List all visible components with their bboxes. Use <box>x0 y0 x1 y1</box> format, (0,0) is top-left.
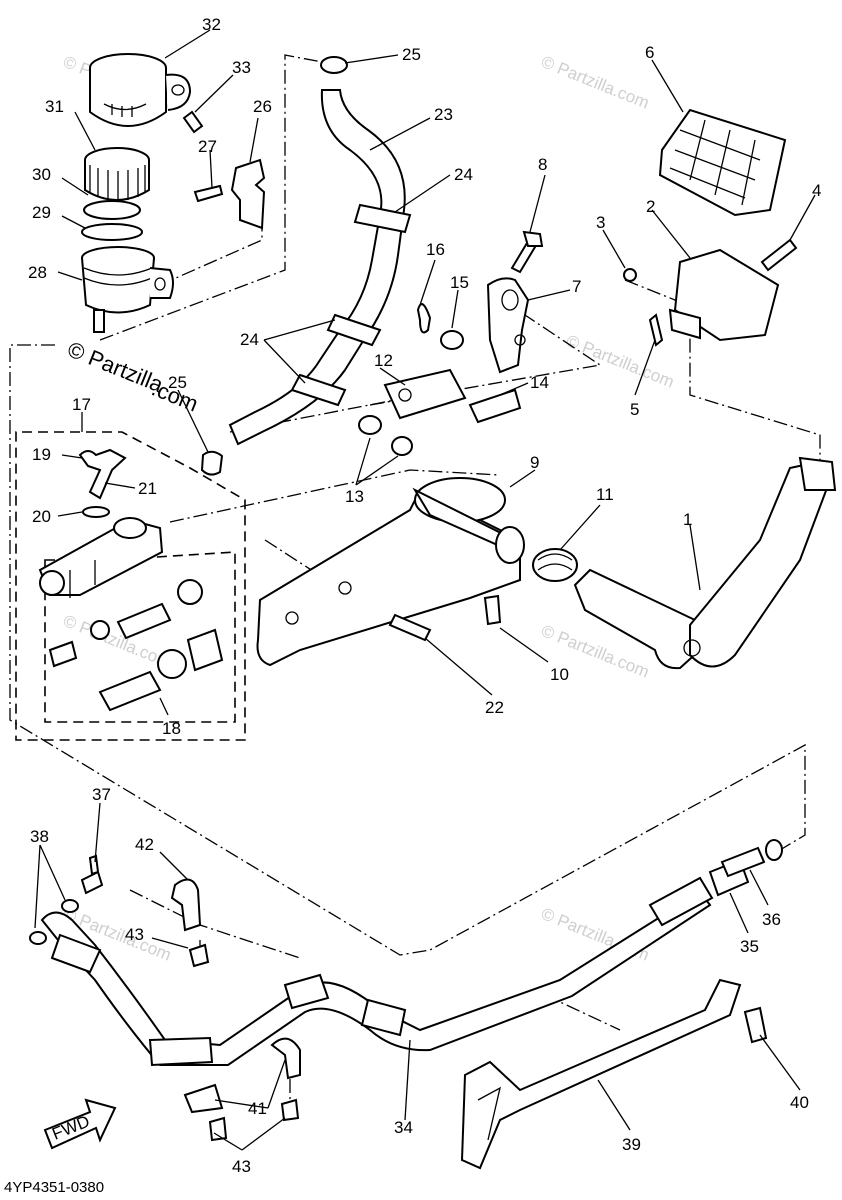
callout-leaders <box>34 29 816 1151</box>
master-cylinder-assembly <box>15 431 246 741</box>
callout-19: 19 <box>32 445 51 464</box>
callout-labels: 32 33 31 26 27 30 29 28 25 23 24 24 25 8… <box>28 15 821 1176</box>
footrest-bracket <box>256 477 578 667</box>
callout-38: 38 <box>30 827 49 846</box>
diagram-code: 4YP4351-0380 <box>4 1179 104 1196</box>
callout-33: 33 <box>232 58 251 77</box>
callout-9: 9 <box>530 453 539 472</box>
callout-43-lower: 43 <box>232 1157 251 1176</box>
callout-11: 11 <box>596 485 614 504</box>
callout-27: 27 <box>198 137 217 156</box>
callout-28: 28 <box>28 263 47 282</box>
brake-fluid-reservoir-assembly <box>81 53 266 333</box>
callout-18: 18 <box>162 719 181 738</box>
callout-4: 4 <box>812 181 821 200</box>
watermarks: © Partzilla.com © Partzilla.com © Partzi… <box>61 52 677 965</box>
callout-36: 36 <box>762 910 781 929</box>
callout-1: 1 <box>683 510 692 529</box>
callout-14: 14 <box>530 373 549 392</box>
callout-24-top: 24 <box>454 165 473 184</box>
callout-21: 21 <box>138 479 157 498</box>
callout-10: 10 <box>550 665 569 684</box>
callout-8: 8 <box>538 155 547 174</box>
callout-22: 22 <box>485 698 504 717</box>
callout-7: 7 <box>572 277 581 296</box>
brake-rod-clevis-assembly <box>358 303 522 456</box>
callout-40: 40 <box>790 1093 809 1112</box>
callout-13: 13 <box>345 487 364 506</box>
callout-20: 20 <box>32 507 51 526</box>
callout-31: 31 <box>45 97 64 116</box>
callout-23: 23 <box>434 105 453 124</box>
callout-6: 6 <box>645 43 654 62</box>
callout-39: 39 <box>622 1135 641 1154</box>
callout-26: 26 <box>253 97 272 116</box>
callout-25-bottom: 25 <box>168 373 187 392</box>
watermark-text: © Partzilla.com <box>539 52 652 113</box>
fwd-arrow-icon: FWD <box>43 1098 117 1150</box>
callout-30: 30 <box>32 165 51 184</box>
callout-37: 37 <box>92 785 111 804</box>
callout-34: 34 <box>394 1118 413 1137</box>
callout-29: 29 <box>32 203 51 222</box>
callout-32: 32 <box>202 15 221 34</box>
callout-16: 16 <box>426 240 445 259</box>
brake-hose-assembly <box>29 839 783 1142</box>
brake-pedal-assembly <box>573 108 837 670</box>
callout-2: 2 <box>646 197 655 216</box>
callout-5: 5 <box>630 400 639 419</box>
callout-24-bottom: 24 <box>240 330 259 349</box>
hose-bracket <box>460 978 768 1170</box>
callout-17: 17 <box>72 395 91 414</box>
brake-arm <box>486 230 544 374</box>
callout-12: 12 <box>374 351 393 370</box>
callout-3: 3 <box>596 213 605 232</box>
callout-41: 41 <box>248 1099 267 1118</box>
callout-15: 15 <box>450 273 469 292</box>
reservoir-hose-assembly <box>200 56 412 476</box>
callout-42: 42 <box>135 835 154 854</box>
callout-35: 35 <box>740 937 759 956</box>
callout-43-upper: 43 <box>125 925 144 944</box>
callout-25-top: 25 <box>402 45 421 64</box>
